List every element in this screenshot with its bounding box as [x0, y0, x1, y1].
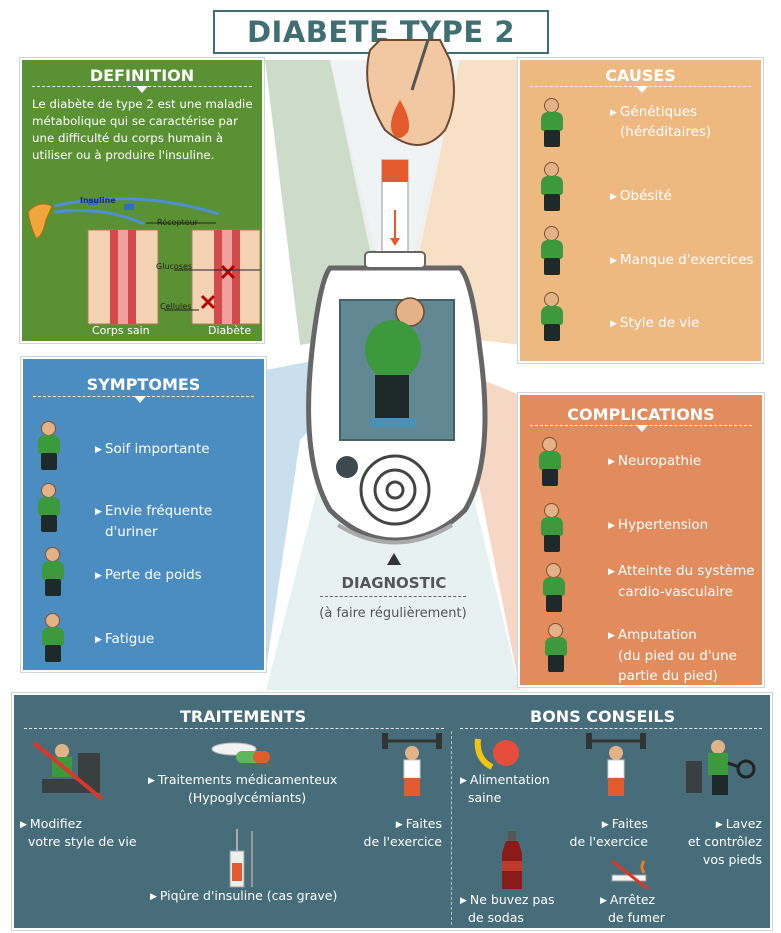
- causes-title: CAUSES: [605, 66, 676, 85]
- treatment-exercise-2: de l'exercice: [363, 834, 442, 849]
- person-head: [395, 297, 425, 327]
- toilet-person-icon: [29, 481, 69, 533]
- diagnostic-divider: [320, 596, 466, 597]
- cause-lifestyle: ▶Style de vie: [610, 315, 700, 331]
- definition-title: DEFINITION: [89, 66, 195, 85]
- treatment-meds: ▶Traitements médicamenteux: [148, 772, 338, 787]
- complication-amputation-2: (du pied ou d'une: [618, 648, 737, 664]
- complications-title: COMPLICATIONS: [567, 405, 715, 424]
- advice-title: BONS CONSEILS: [530, 707, 676, 726]
- treatment-insulin: ▶Piqûre d'insuline (cas grave): [150, 888, 338, 903]
- label-diabete: Diabète: [208, 324, 252, 337]
- complication-amputation: ▶Amputation: [608, 627, 697, 643]
- family-icon: [532, 96, 572, 148]
- finger-prick-icon: [366, 39, 455, 146]
- chest-pain-person-icon: [534, 561, 574, 613]
- diagnostic-subtitle: (à faire régulièrement): [319, 606, 467, 621]
- symptoms-title: SYMPTOMES: [86, 375, 201, 394]
- label-corps-sain: Corps sain: [92, 324, 150, 337]
- pill-icon: [211, 742, 270, 763]
- advice-soda-2: de sodas: [468, 910, 524, 925]
- advice-soda: ▶Ne buvez pas: [460, 892, 555, 907]
- advice-exercise: ▶Faites: [601, 816, 648, 831]
- advice-food-2: saine: [468, 790, 502, 805]
- cause-genetics: ▶Génétiques: [610, 104, 698, 120]
- tv-person-icon: [532, 290, 572, 342]
- syringe-icon: [229, 829, 253, 888]
- cause-inactivity: ▶Manque d'exercices: [610, 252, 754, 268]
- advice-feet: ▶Lavez: [715, 816, 762, 831]
- glucose-meter-illustration: [306, 39, 488, 545]
- treatment-meds-2: (Hypoglycémiants): [188, 790, 307, 805]
- advice-food: ▶Alimentation: [460, 772, 550, 787]
- complication-cardio-2: cardio-vasculaire: [618, 584, 733, 600]
- thirst-person-icon: [29, 419, 69, 471]
- symptom-urination-2: d'uriner: [105, 524, 158, 540]
- pancreas-icon: [27, 203, 53, 239]
- section-divider: [451, 731, 452, 925]
- treatment-exercise: ▶Faites: [395, 816, 442, 831]
- complication-neuropathy: ▶Neuropathie: [608, 453, 702, 469]
- soda-bottle-icon: [502, 831, 522, 889]
- meter-small-button: [336, 456, 358, 478]
- complications-panel: COMPLICATIONS ▶Neuropathie ▶Hypertension…: [518, 393, 764, 687]
- beam-symptoms: [266, 345, 395, 670]
- treatment-lifestyle-2: votre style de vie: [28, 834, 137, 849]
- cause-genetics-2: (héréditaires): [620, 124, 712, 140]
- diagnostic-arrow-icon: [387, 553, 401, 565]
- test-strip-tip: [382, 160, 408, 182]
- label-cellules: Cellules: [160, 302, 192, 311]
- beam-complications: [395, 345, 520, 690]
- label-glucoses: Glucoses: [156, 262, 193, 271]
- symptom-weight-loss: ▶Perte de poids: [95, 567, 202, 583]
- label-insuline: Insuline: [80, 196, 116, 205]
- sitting-person-icon: [532, 224, 572, 276]
- causes-panel: CAUSES ▶Génétiques (héréditaires) ▶Obési…: [518, 58, 763, 363]
- advice-smoking-2: de fumer: [608, 910, 665, 925]
- meter-button: [359, 454, 431, 526]
- complication-amputation-3: partie du pied): [618, 668, 718, 684]
- person-legs: [375, 375, 409, 420]
- weight-loss-person-icon: [33, 545, 73, 597]
- no-smoking-icon: [611, 859, 649, 891]
- advice-exercise-2: de l'exercice: [569, 834, 648, 849]
- no-sedentary-icon: [32, 741, 104, 801]
- cells-diagram: [27, 197, 261, 325]
- fruit-icon: [474, 738, 519, 770]
- complication-hypertension: ▶Hypertension: [608, 517, 709, 533]
- cause-obesity: ▶Obésité: [610, 188, 672, 204]
- dumbbell-icon-2: [586, 733, 646, 796]
- treatment-lifestyle: ▶Modifiez: [20, 816, 82, 831]
- advice-feet-2: et contrôlez: [687, 834, 762, 849]
- treatments-title: TRAITEMENTS: [180, 707, 307, 726]
- symptom-fatigue: ▶Fatigue: [95, 631, 155, 647]
- blood-drop-icon: [391, 100, 409, 138]
- advice-smoking: ▶Arrêtez: [600, 892, 656, 907]
- label-recepteur: Récepteur: [157, 218, 198, 227]
- symptom-thirst: ▶Soif importante: [95, 441, 210, 457]
- treatments-advice-panel: TRAITEMENTS BONS CONSEILS ▶Modifiez votr…: [12, 693, 772, 930]
- lancet: [410, 39, 430, 91]
- scale-icon: [370, 418, 416, 427]
- definition-text: Le diabète de type 2 est une maladie mét…: [32, 97, 253, 162]
- symptom-urination: ▶Envie fréquente: [95, 503, 213, 519]
- dumbbell-icon: [382, 733, 442, 796]
- person-body: [365, 320, 421, 380]
- complication-cardio: ▶Atteinte du système: [608, 563, 755, 579]
- desk-person-icon: [532, 501, 572, 553]
- diagnostic-title: DIAGNOSTIC: [341, 574, 447, 592]
- cane-person-icon: [530, 435, 570, 487]
- tired-person-icon: [33, 611, 73, 663]
- advice-feet-3: vos pieds: [702, 852, 762, 867]
- definition-panel: DEFINITION Le diabète de type 2 est une …: [20, 58, 264, 343]
- magnifier-icon: [686, 740, 756, 795]
- crutches-person-icon: [536, 621, 576, 673]
- symptoms-panel: SYMPTOMES ▶Soif importante ▶Envie fréque…: [21, 357, 266, 672]
- strip-slot: [364, 251, 426, 269]
- obese-person-icon: [532, 160, 572, 212]
